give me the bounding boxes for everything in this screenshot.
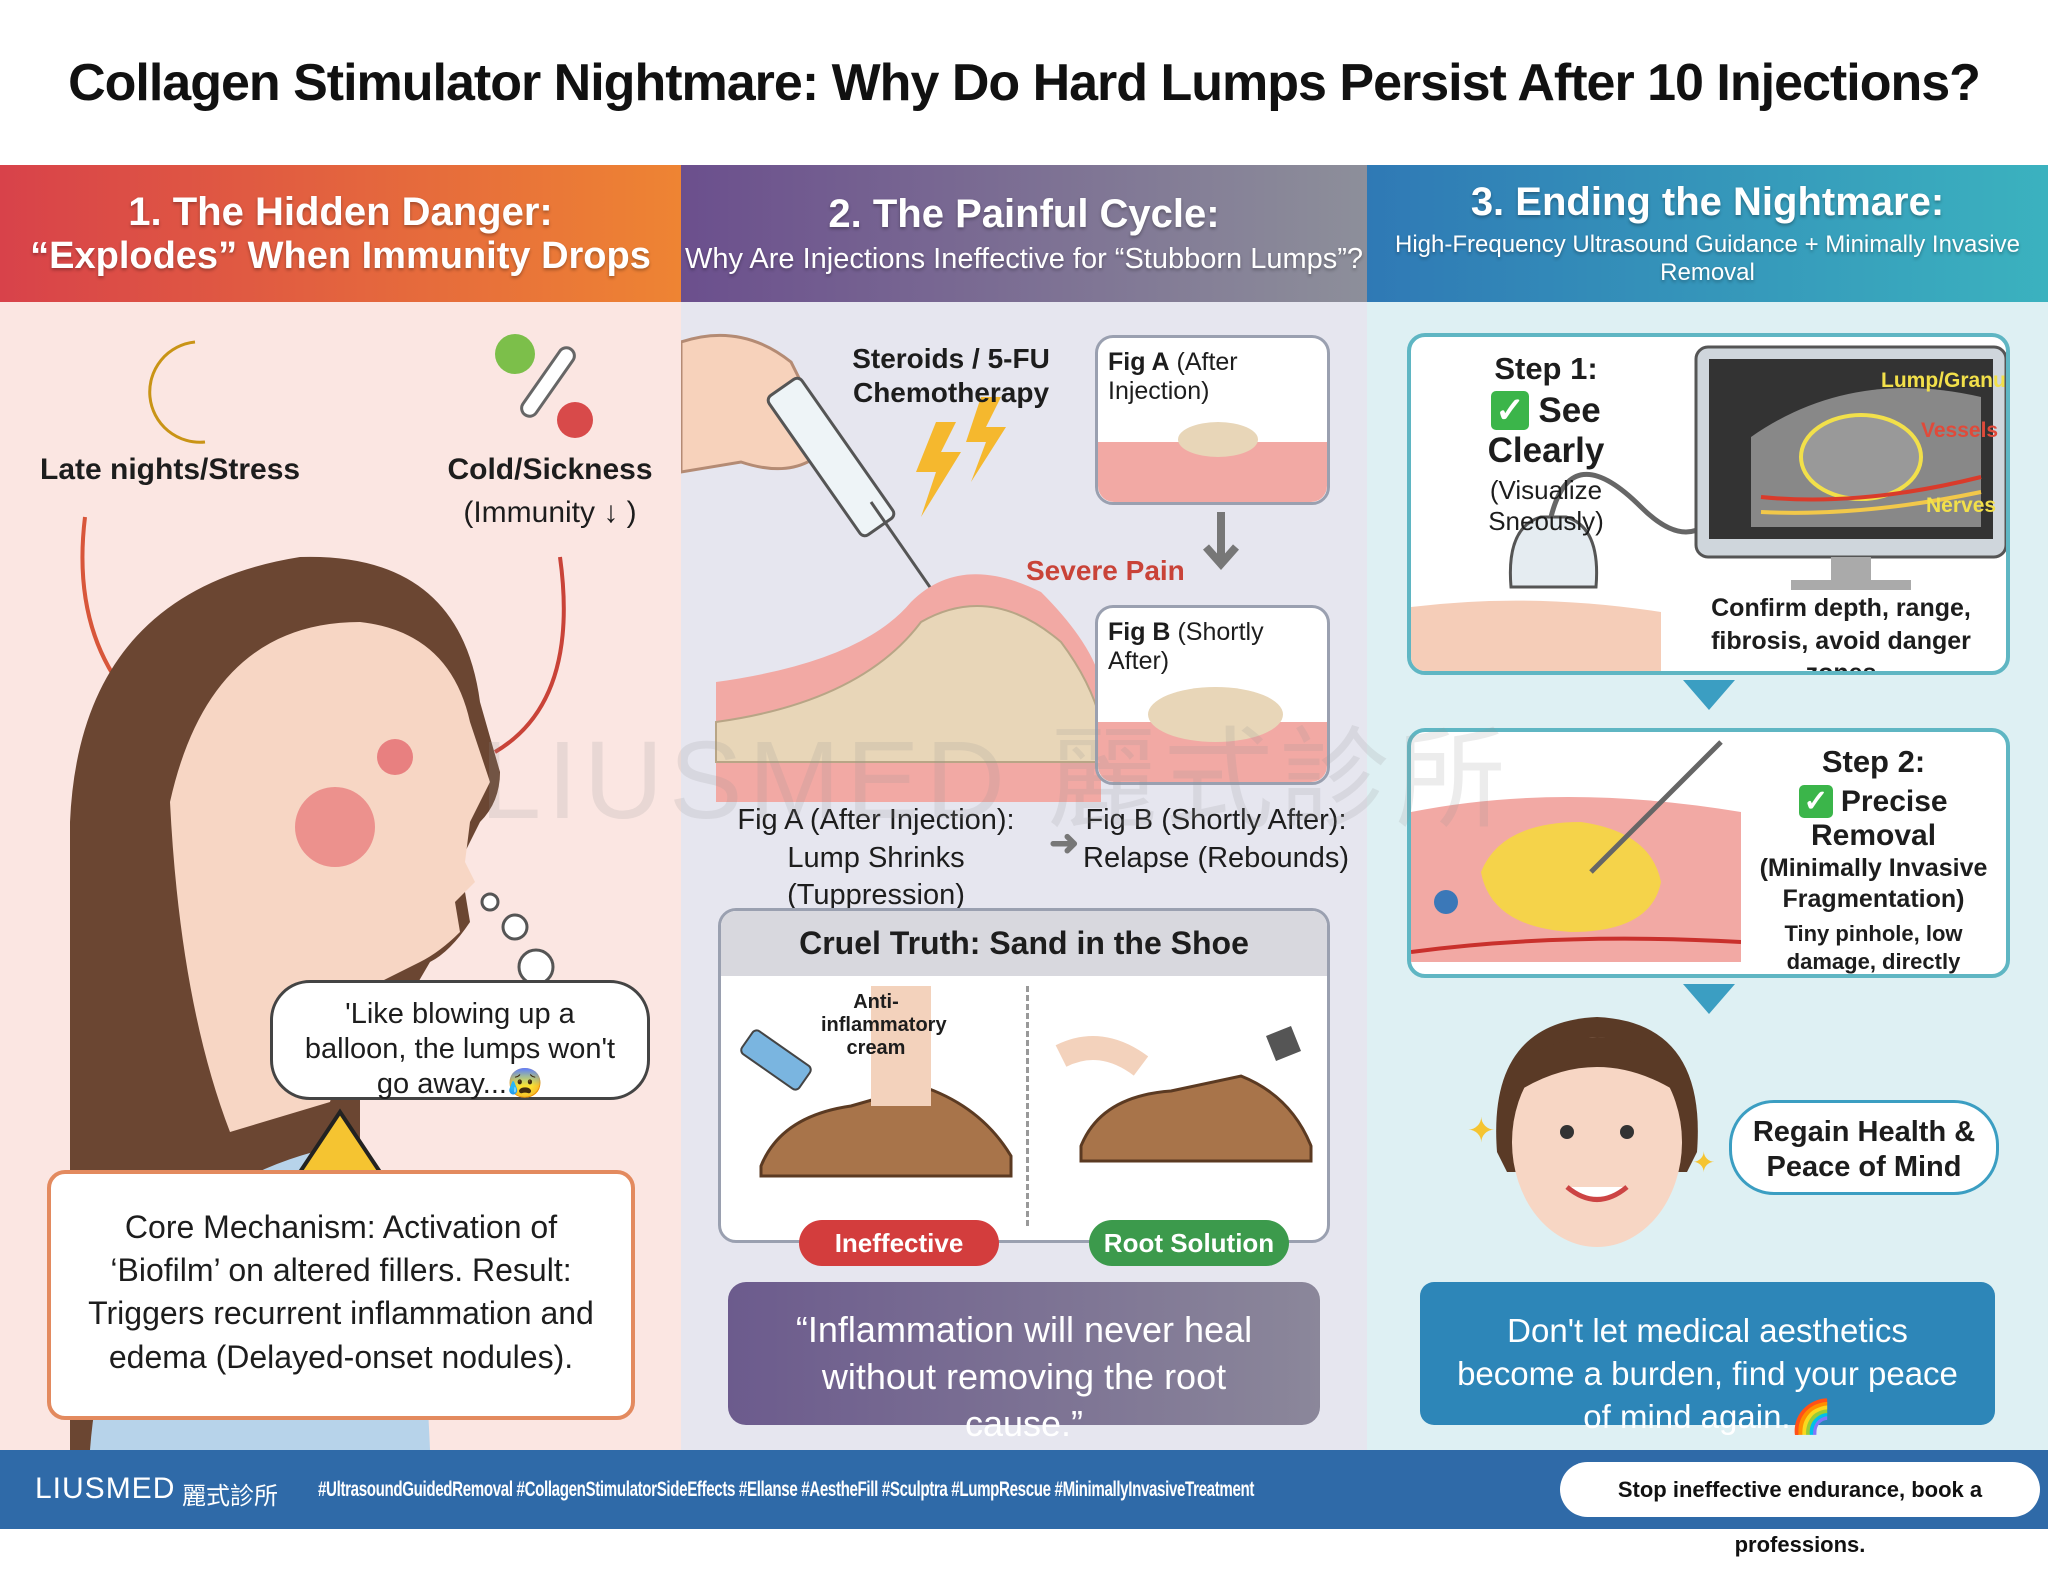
section-2-panel: Steroids / 5-FU Chemotherapy Severe Pain… (681, 302, 1367, 1450)
cruel-truth-box: Cruel Truth: Sand in the Shoe Anti-infla… (718, 908, 1330, 1243)
step-2-note: Tiny pinhole, low damage, directly remov… (1784, 920, 1963, 975)
step-1-label: Step 1: (1494, 351, 1598, 386)
fig-a-note: (After Injection) (1108, 348, 1238, 405)
svg-text:✦: ✦ (1692, 1147, 1715, 1178)
step-2-label: Step 2: (1821, 744, 1926, 779)
step-1-box: Lump/Granuloma Vessels Nerves Step 1: ✓ … (1407, 333, 2010, 675)
syringe-icon (766, 376, 896, 538)
smiling-woman-illustration: ✦✦ (1467, 1017, 1715, 1247)
page-title: Collagen Stimulator Nightmare: Why Do Ha… (68, 53, 1981, 112)
svg-text:✦: ✦ (1467, 1112, 1496, 1150)
footer: LIUSMED 麗式診所 #UltrasoundGuidedRemoval #C… (0, 1450, 2048, 1557)
step-2-title: Precise Removal (1810, 785, 1948, 852)
step-1-note: Confirm depth, range, fibrosis, avoid da… (1711, 594, 1971, 675)
regain-bubble: Regain Health & Peace of Mind (1729, 1100, 1999, 1195)
core-mechanism-box: Core Mechanism: Activation of ‘Biofilm’ … (47, 1170, 635, 1420)
section-3-subtitle: High-Frequency Ultrasound Guidance + Min… (1395, 231, 2020, 286)
step-1-title: See Clearly (1487, 391, 1605, 470)
ultrasound-illustration (1411, 345, 2006, 671)
lump-label: Lump/Granuloma (1881, 369, 2006, 392)
cannula-icon (1589, 740, 1723, 874)
fig-b-label: Fig B (1108, 618, 1171, 646)
watermark: LIUSMED 麗式診所 (480, 719, 1512, 842)
section-2-header: 2. The Painful Cycle: Why Are Injections… (681, 165, 1367, 302)
drug-label: Steroids / 5-FU Chemotherapy (852, 343, 1050, 408)
caption-fig-b-title: Fig B (Shortly After): (1085, 804, 1347, 836)
root-solution-badge: Root Solution (1089, 1220, 1289, 1266)
section-2-subtitle: Why Are Injections Ineffective for “Stub… (684, 242, 1364, 275)
cruel-truth-title: Cruel Truth: Sand in the Shoe (721, 911, 1327, 976)
brand-logo-cn: 麗式診所 (182, 1483, 278, 1510)
cream-tube-icon (740, 1029, 812, 1091)
thermometer-icon (520, 346, 576, 418)
section-1-subtitle: “Explodes” When Immunity Drops (30, 234, 651, 277)
check-icon: ✓ (1491, 391, 1529, 430)
vessels-label: Vessels (1921, 419, 1999, 442)
section-3-header: 3. Ending the Nightmare: High-Frequency … (1367, 165, 2048, 302)
shoe-illustration (740, 986, 1313, 1178)
nerves-label: Nerves (1926, 494, 1997, 517)
moon-icon (148, 340, 206, 444)
injection-illustration (681, 333, 1239, 802)
cream-label: Anti-inflammatory cream (821, 991, 947, 1059)
section-3-panel: Lump/Granuloma Vessels Nerves Step 1: ✓ … (1367, 302, 2048, 1450)
empty-shoe-icon (1079, 1074, 1313, 1163)
virus-icon (495, 334, 535, 374)
section-2-title: 2. The Painful Cycle: (828, 191, 1220, 236)
quote-box: “Inflammation will never heal without re… (728, 1282, 1320, 1444)
section-1-title: 1. The Hidden Danger: (128, 189, 553, 234)
fig-a-box: Fig A (After Injection) (1095, 335, 1330, 505)
section-1-panel: Late nights/Stress Cold/Sickness (Immuni… (0, 302, 681, 1450)
removal-illustration (1411, 740, 1741, 962)
caption-fig-b-desc: Relapse (Rebounds) (1083, 841, 1349, 874)
caption-fig-a-title: Fig A (After Injection): (737, 804, 1015, 836)
arrow-right-icon: ➜ (1049, 822, 1080, 863)
section-3-title: 3. Ending the Nightmare: (1470, 180, 1945, 224)
arrow-down-icon (1683, 984, 1735, 1014)
arrow-down-icon (1683, 680, 1735, 710)
ultrasound-probe-icon (1508, 515, 1599, 589)
hashtags: #UltrasoundGuidedRemoval #CollagenStimul… (318, 1478, 1255, 1501)
caption-fig-a-desc: Lump Shrinks (Tuppression) (787, 841, 965, 912)
ineffective-badge: Ineffective (799, 1220, 999, 1266)
trigger-immunity: (Immunity ↓ ) (463, 496, 637, 529)
fig-b-box: Fig B (Shortly After) (1095, 605, 1330, 785)
brand-logo: LIUSMED (35, 1472, 176, 1505)
section-1-header: 1. The Hidden Danger: “Explodes” When Im… (0, 165, 681, 302)
check-icon: ✓ (1799, 785, 1833, 818)
book-cta-button[interactable]: Stop ineffective endurance, book a profe… (1560, 1462, 2040, 1557)
closing-box: Don't let medical aesthetics become a bu… (1420, 1282, 1995, 1435)
fig-b-note: (Shortly After) (1108, 618, 1264, 675)
severe-pain-label: Severe Pain (1026, 555, 1185, 586)
trigger-late-nights: Late nights/Stress (40, 453, 301, 486)
step-2-subtitle: (Minimally Invasive Fragmentation) (1759, 854, 1988, 914)
step-1-subtitle: (Visualize Sneously) (1488, 475, 1604, 536)
fig-a-label: Fig A (1108, 348, 1170, 376)
trigger-cold-sickness: Cold/Sickness (447, 453, 653, 486)
step-2-box: Step 2: ✓ Precise Removal (Minimally Inv… (1407, 728, 2010, 978)
speech-bubble: 'Like blowing up a balloon, the lumps wo… (270, 980, 650, 1100)
